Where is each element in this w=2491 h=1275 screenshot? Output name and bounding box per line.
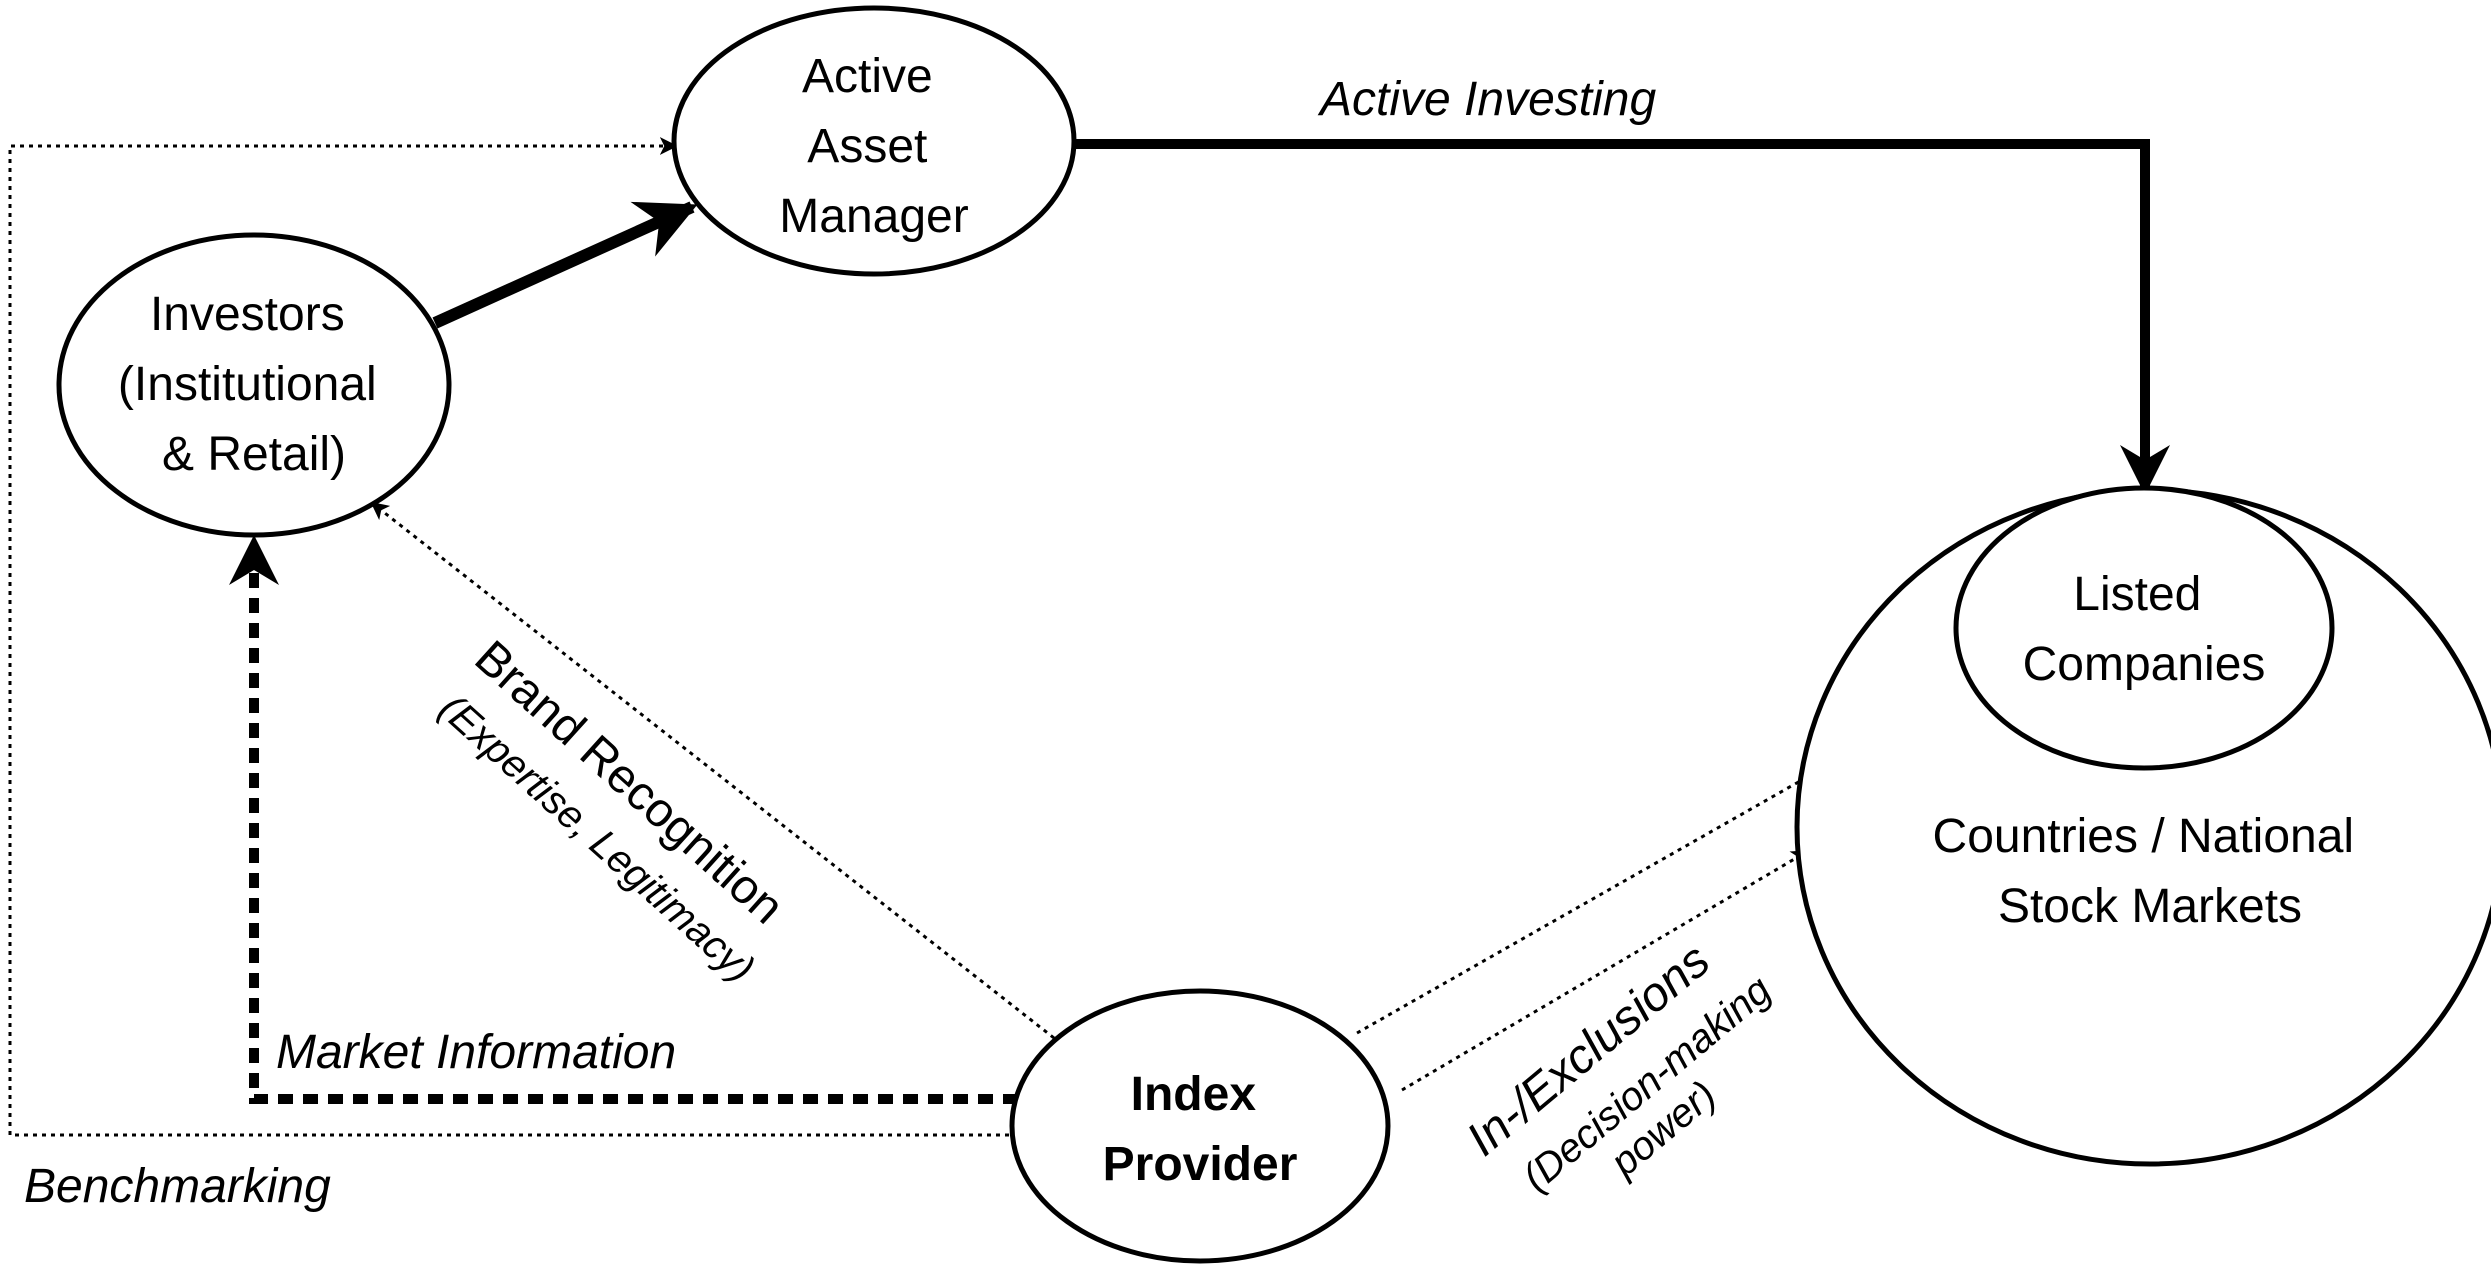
investors-label-3: & Retail): [162, 428, 346, 481]
active-asset-manager-node: [671, 5, 1077, 277]
benchmarking-arrow: [8, 137, 1018, 1137]
investors-label-2: (Institutional: [118, 358, 377, 411]
active-investing-arrow: [1072, 139, 2170, 495]
svg-text:Index Provider: Index Provider: [1103, 1068, 1298, 1191]
listed-companies-node: [1953, 485, 2335, 771]
svg-text:Listed Companies: Listed Companies: [2023, 568, 2266, 691]
exclusions-to-countries-arrow: [1401, 849, 1810, 1092]
brand-recognition-arrow: [370, 501, 1055, 1040]
countries-label-1: Countries / National: [1933, 810, 2355, 863]
index-provider-node: [1009, 988, 1391, 1264]
listed-companies-label-2: Companies: [2023, 638, 2266, 691]
active-asset-manager-label-3: Manager: [779, 190, 968, 243]
svg-text:Investors (Institutional: Investors (Institutional & Retail): [118, 288, 390, 481]
investors-to-manager-arrow: [432, 201, 698, 329]
active-investing-label: Active Investing: [1317, 73, 1656, 126]
listed-companies-label-1: Listed: [2073, 568, 2201, 621]
market-information-label: Market Information: [276, 1026, 676, 1079]
investors-label-1: Investors: [150, 288, 345, 341]
countries-label-2: Stock Markets: [1998, 880, 2302, 933]
market-information-arrow: [229, 535, 1018, 1104]
active-asset-manager-label-1: Active: [802, 50, 933, 103]
svg-text:Countries / National Stock: Countries / National Stock Markets: [1933, 810, 2368, 933]
benchmarking-label: Benchmarking: [24, 1160, 331, 1213]
index-provider-label-2: Provider: [1103, 1138, 1298, 1191]
active-asset-manager-label-2: Asset: [807, 120, 927, 173]
svg-text:Active Asset Manager: Active Asset Manager: [779, 50, 968, 243]
investors-node: [56, 232, 452, 538]
index-provider-label-1: Index: [1131, 1068, 1257, 1121]
